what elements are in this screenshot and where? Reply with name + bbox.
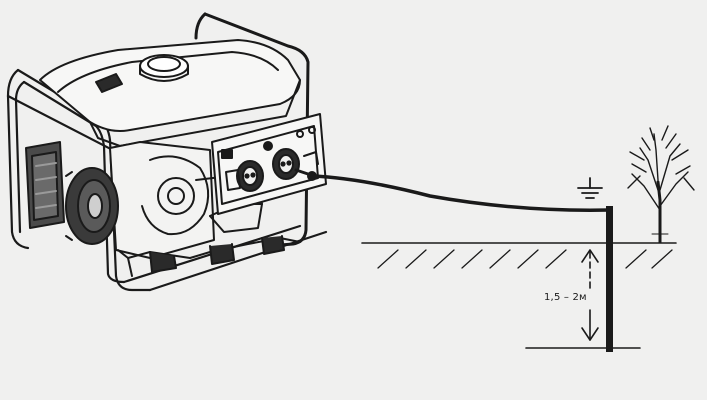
earth-ground-symbol-icon [577,177,603,199]
depth-label: 1,5 – 2м [544,292,587,303]
ground-cable [310,174,612,212]
ground-rod [606,206,613,352]
tree-icon [627,125,695,244]
depth-dimension-arrow [581,249,599,341]
generator-icon [6,12,328,292]
ground-hatching [377,249,673,269]
